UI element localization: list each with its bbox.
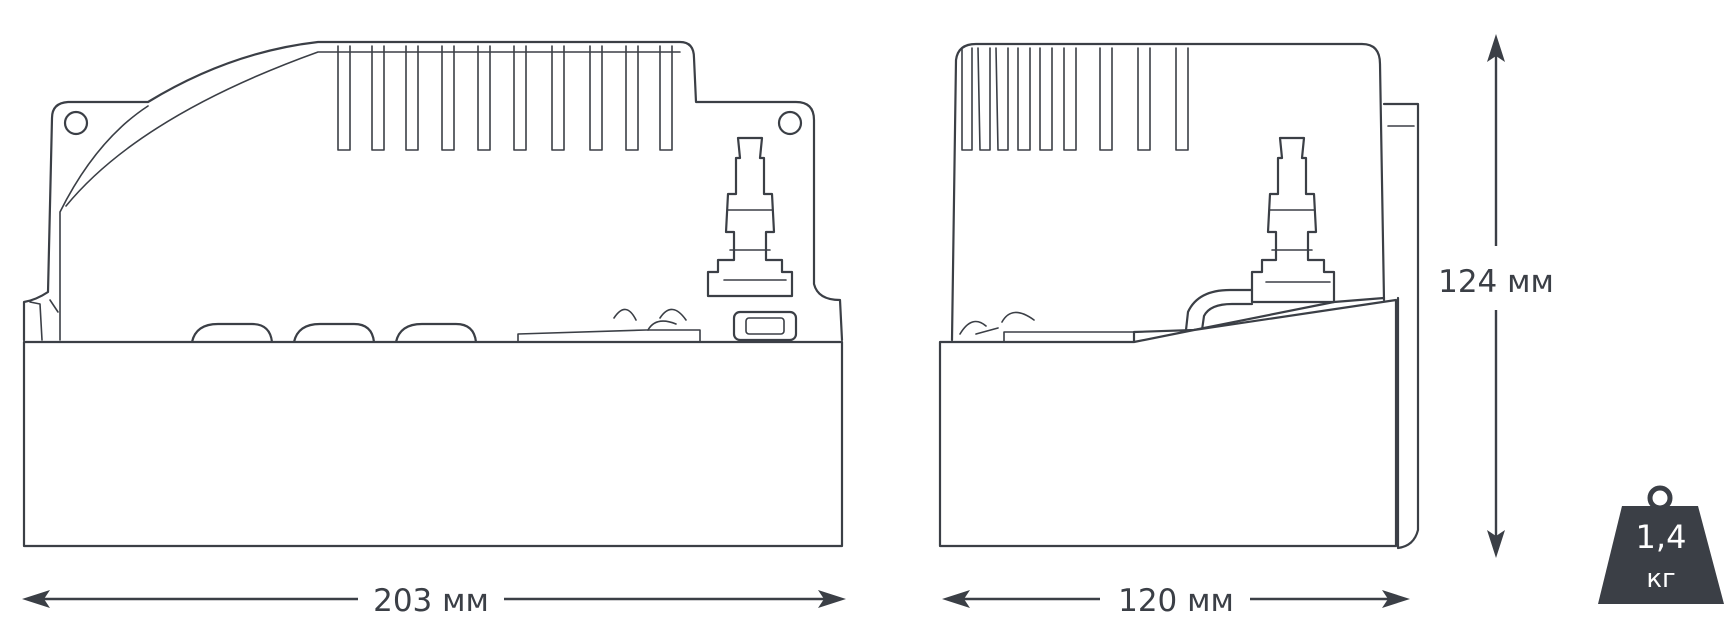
front-inlet-bump-2 (292, 322, 376, 344)
side-clip-detail (959, 311, 1035, 335)
dimension-width-side: 120 мм (942, 583, 1410, 619)
weight-value: 1,4 (1636, 518, 1687, 556)
front-clip-detail (613, 308, 687, 331)
side-reservoir (938, 298, 1398, 548)
side-view (938, 42, 1420, 550)
dimension-height-label: 124 мм (1438, 264, 1554, 300)
dimension-width-front: 203 мм (22, 583, 846, 619)
weight-icon: 1,4 кг (1598, 485, 1724, 604)
dimension-width-side-label: 120 мм (1118, 583, 1234, 619)
front-inlet-bump-3 (394, 322, 478, 344)
front-reservoir (22, 340, 844, 548)
front-float-plate (517, 329, 701, 343)
side-float-plate (1003, 331, 1135, 343)
weight-unit: кг (1646, 564, 1675, 594)
front-outlet-nozzle (706, 136, 794, 298)
front-mount-hole-right (777, 110, 803, 136)
front-sight-window-inner (745, 317, 785, 335)
front-sight-window (732, 310, 798, 342)
side-wall-bracket (1382, 102, 1420, 550)
side-hose (1184, 288, 1254, 332)
side-cooling-fins (961, 47, 1189, 151)
front-mount-hole-left (63, 110, 89, 136)
side-housing-outline (950, 42, 1386, 342)
front-inlet-bump-1 (190, 322, 274, 344)
side-outlet-nozzle (1250, 136, 1336, 304)
dimension-width-front-label: 203 мм (373, 583, 489, 619)
front-housing-inner (59, 51, 681, 341)
front-view (22, 40, 844, 548)
front-housing-outline (22, 40, 844, 342)
front-cooling-fins (337, 45, 673, 151)
dimension-height: 124 мм (1438, 34, 1554, 558)
front-left-latch (29, 299, 59, 341)
